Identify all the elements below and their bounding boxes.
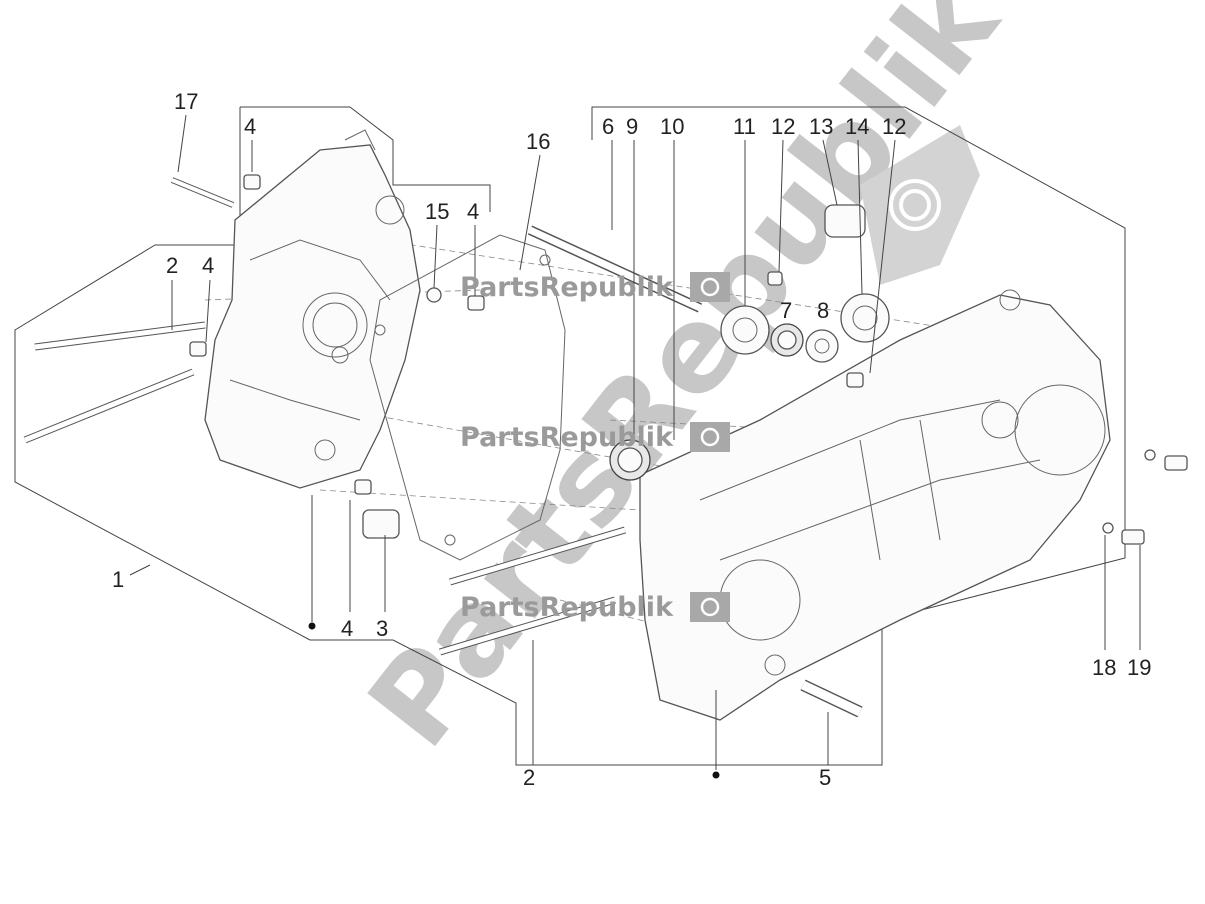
callout-3: 3	[376, 616, 388, 641]
callout-1: 1	[112, 567, 124, 592]
callout-14: 14	[845, 114, 869, 139]
bolt-17	[170, 177, 235, 208]
callout-13: 13	[809, 114, 833, 139]
reference-dot	[712, 771, 720, 779]
watermark-stamp-text: PartsRepublik	[460, 272, 674, 303]
small-parts	[189, 174, 1188, 545]
gasket	[369, 234, 566, 561]
callout-18: 18	[1092, 655, 1116, 680]
gear-icon	[700, 597, 720, 617]
watermark-stamp-1: PartsRepublik	[460, 272, 730, 303]
stud-2b	[23, 368, 195, 444]
callout-12: 12	[882, 114, 906, 139]
callout-12: 12	[771, 114, 795, 139]
callout-4: 4	[244, 114, 256, 139]
callout-16: 16	[526, 129, 550, 154]
watermark-stamp-text: PartsRepublik	[460, 592, 674, 623]
left-crankcase-half	[204, 129, 421, 489]
gear-icon	[700, 277, 720, 297]
callout-17: 17	[174, 89, 198, 114]
studs	[23, 177, 863, 718]
stud-2a	[34, 321, 206, 351]
callout-9: 9	[626, 114, 638, 139]
callout-8: 8	[817, 298, 829, 323]
reference-dot	[308, 622, 316, 630]
watermark-gear-badge	[860, 125, 980, 285]
watermark-stamp-3: PartsRepublik	[460, 592, 730, 623]
callout-4: 4	[202, 253, 214, 278]
callout-5: 5	[819, 765, 831, 790]
right-crankcase-half	[639, 289, 1111, 721]
watermark-stamp-text: PartsRepublik	[460, 422, 674, 453]
callout-2: 2	[523, 765, 535, 790]
pin-5	[800, 679, 863, 718]
gear-icon	[889, 179, 941, 231]
callout-2: 2	[166, 253, 178, 278]
callout-labels: 1 2 2 3 4 4 4 4 5 6 7 8 9 10 11 12 12 13…	[112, 89, 1151, 790]
gear-icon	[700, 427, 720, 447]
watermark-stamp-2: PartsRepublik	[460, 422, 730, 453]
stud-2d	[439, 596, 616, 656]
leader-lines	[129, 114, 1141, 779]
callout-6: 6	[602, 114, 614, 139]
callout-10: 10	[660, 114, 684, 139]
watermark-stamps: PartsRepublik PartsRepublik PartsRepubli…	[460, 272, 730, 623]
callout-7: 7	[780, 298, 792, 323]
callout-4: 4	[341, 616, 353, 641]
callout-4: 4	[467, 199, 479, 224]
callout-11: 11	[733, 114, 756, 139]
stud-2c	[449, 526, 626, 586]
shaft-6	[527, 225, 703, 313]
callout-15: 15	[425, 199, 449, 224]
callout-19: 19	[1127, 655, 1151, 680]
